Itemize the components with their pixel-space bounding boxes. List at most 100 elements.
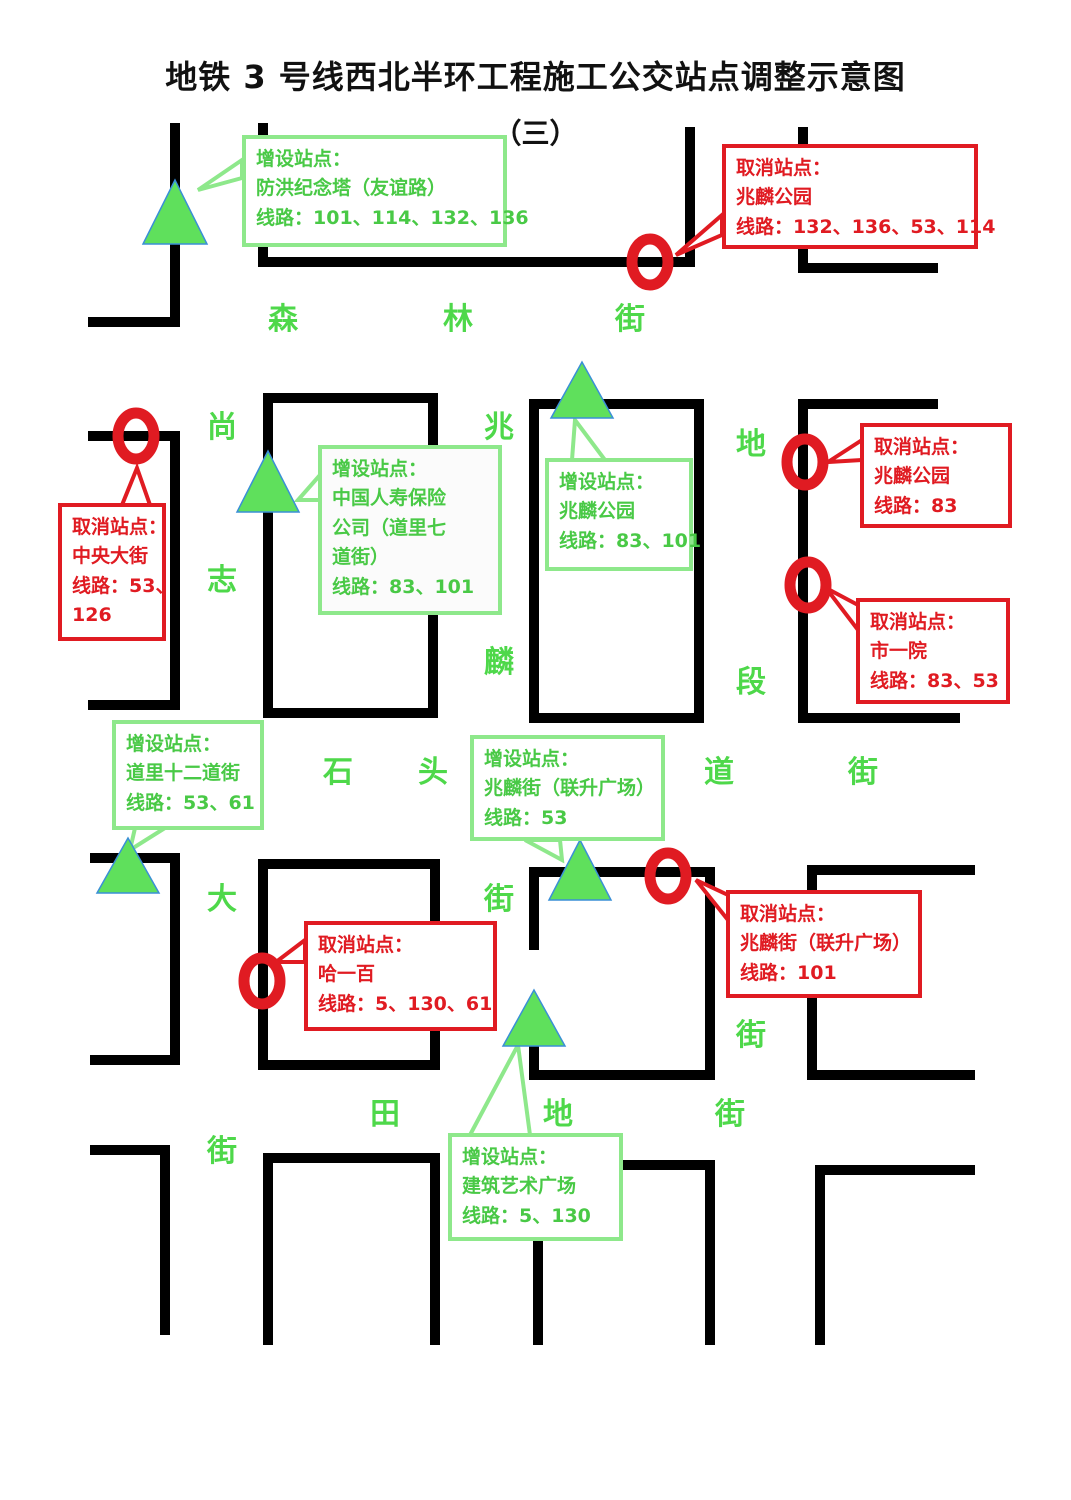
callout-heading: 增设站点： xyxy=(256,148,352,170)
street-label-zhaolin-1: 兆 xyxy=(484,410,514,445)
callout-routes: 线路：101、114、132、136 xyxy=(256,206,529,229)
map-title: 地铁 3 号线西北半环工程施工公交站点调整示意图 xyxy=(165,58,906,96)
pointer-zhaolin-top xyxy=(674,210,724,257)
callout-stop-name-cont: 公司（道里七 xyxy=(332,516,447,539)
callout-heading: 取消站点： xyxy=(318,934,414,956)
cancelled-stop-markers xyxy=(112,233,832,1010)
callout-routes: 线路：83、101 xyxy=(559,529,702,552)
callout-heading: 增设站点： xyxy=(332,458,428,480)
pointer-jianzhu xyxy=(466,1038,533,1137)
street-label-shangzhi-4: 街 xyxy=(207,1134,237,1169)
callout-heading: 增设站点： xyxy=(462,1146,558,1168)
triangle-daoli12 xyxy=(95,836,161,894)
street-label-shitou-4: 街 xyxy=(848,755,878,790)
callout-stop-name: 兆麟街（联升广场） xyxy=(484,777,656,800)
callout-added-jianzhu: 增设站点： 建筑艺术广场 线路：5、130 xyxy=(448,1133,623,1241)
street-label-zhaolin-2: 麟 xyxy=(484,645,514,680)
callout-stop-name: 兆麟公园 xyxy=(736,186,813,209)
pointer-lianshengadd xyxy=(524,838,565,864)
callout-stop-name: 哈一百 xyxy=(318,963,376,986)
ring-hayibai xyxy=(238,952,286,1010)
ring-zhongyang xyxy=(112,407,160,465)
callout-routes: 线路：101 xyxy=(740,961,837,984)
block-mid-center-left xyxy=(263,393,438,718)
block-bottom-center-left xyxy=(263,1153,440,1345)
block-bottom-left xyxy=(90,1145,170,1335)
callout-added-renshou: 增设站点： 中国人寿保险 公司（道里七 道街） 线路：83、101 xyxy=(318,445,502,615)
triangle-jianzhu xyxy=(501,988,567,1047)
pointer-hayibai xyxy=(270,935,307,964)
triangle-zhaolin-mid xyxy=(549,360,615,419)
street-label-senlin-1: 森 xyxy=(268,302,298,337)
triangle-liansheng xyxy=(547,838,613,901)
street-label-senlin-3: 街 xyxy=(615,302,645,337)
callout-routes: 线路：5、130、61 xyxy=(318,992,493,1015)
callout-heading: 取消站点： xyxy=(736,157,832,179)
map-subtitle: （三） xyxy=(493,117,578,150)
pointer-fanghong xyxy=(196,156,244,192)
callout-cancelled-zhaolin-right: 取消站点： 兆麟公园 线路：83 xyxy=(860,423,1012,528)
callout-stop-name: 中国人寿保险 xyxy=(332,487,447,510)
ring-zhaolin-right xyxy=(781,433,829,491)
callout-heading: 增设站点： xyxy=(484,748,580,770)
triangle-renshou xyxy=(235,449,301,513)
callout-added-fanghong: 增设站点： 防洪纪念塔（友谊路） 线路：101、114、132、136 xyxy=(242,135,529,247)
street-label-shitou-3: 道 xyxy=(704,755,734,790)
callout-routes: 线路：83 xyxy=(874,494,958,517)
callout-routes: 线路：132、136、53、114 xyxy=(736,215,996,238)
callout-added-liansheng: 增设站点： 兆麟街（联升广场） 线路：53 xyxy=(470,735,665,841)
block-mid-left xyxy=(88,431,180,710)
ring-liansheng xyxy=(644,847,692,905)
pointer-zhaolin-mid xyxy=(569,414,609,462)
callout-stop-name: 道里十二道街 xyxy=(126,762,241,785)
street-label-senlin-2: 林 xyxy=(443,302,473,337)
callout-heading: 取消站点： xyxy=(874,436,970,458)
callout-routes: 线路：5、130 xyxy=(462,1204,591,1227)
block-low-center-right xyxy=(529,867,715,1080)
pointer-zhaolin-right xyxy=(820,436,864,465)
street-label-tiandi-1: 田 xyxy=(370,1097,400,1132)
callout-heading: 取消站点： xyxy=(870,611,966,633)
callout-cancelled-zhaolin-top: 取消站点： 兆麟公园 线路：132、136、53、114 xyxy=(722,144,996,249)
street-label-diduan-2: 段 xyxy=(736,665,766,700)
callout-cancelled-zhongyang: 取消站点： 中央大街 线路：53、 126 xyxy=(58,503,175,641)
callout-routes: 线路：53 xyxy=(484,806,568,829)
callout-stop-name: 中央大街 xyxy=(72,545,149,568)
street-label-shitou-2: 头 xyxy=(418,755,448,790)
block-bottom-center-right xyxy=(620,1160,715,1345)
street-label-diduan-3: 街 xyxy=(736,1018,766,1053)
block-bottom-right xyxy=(815,1165,975,1345)
callout-routes-cont: 126 xyxy=(72,604,112,627)
added-stop-markers xyxy=(95,178,615,1047)
pointer-shiyiyuan xyxy=(824,586,860,636)
callout-cancelled-liansheng: 取消站点： 兆麟街（联升广场） 线路：101 xyxy=(726,890,922,998)
callout-routes: 线路：83、101 xyxy=(332,575,475,598)
callout-stop-name: 建筑艺术广场 xyxy=(462,1175,577,1198)
callout-stop-name-cont: 道街） xyxy=(332,546,390,569)
pointer-renshou xyxy=(293,469,322,502)
triangle-fanghong xyxy=(141,178,209,245)
block-mid-center-right xyxy=(529,399,704,723)
callout-cancelled-hayibai: 取消站点： 哈一百 线路：5、130、61 xyxy=(304,921,497,1031)
callout-heading: 增设站点： xyxy=(126,733,222,755)
callout-added-zhaolin-mid: 增设站点： 兆麟公园 线路：83、101 xyxy=(545,458,702,571)
callout-heading: 取消站点： xyxy=(740,903,836,925)
callout-stop-name: 兆麟公园 xyxy=(559,500,636,523)
street-label-shangzhi-3: 大 xyxy=(207,882,237,917)
ring-shiyiyuan xyxy=(784,556,832,614)
callout-stop-name: 兆麟街（联升广场） xyxy=(740,932,912,955)
ring-zhaolin-top xyxy=(626,233,674,291)
callout-heading: 增设站点： xyxy=(559,471,655,493)
callout-added-daoli12: 增设站点： 道里十二道街 线路：53、61 xyxy=(112,720,264,830)
pointer-zhongyang xyxy=(119,462,153,507)
callout-stop-name: 市一院 xyxy=(870,640,928,663)
street-label-tiandi-3: 街 xyxy=(715,1097,745,1132)
callout-cancelled-shiyiyuan: 取消站点： 市一院 线路：83、53 xyxy=(856,598,1010,704)
street-label-shangzhi-1: 尚 xyxy=(207,410,237,445)
callout-routes: 线路：83、53 xyxy=(870,669,999,692)
pointer-daoli12 xyxy=(126,826,172,855)
street-label-diduan-1: 地 xyxy=(736,427,766,462)
callout-heading: 取消站点： xyxy=(72,516,168,538)
street-label-shitou-1: 石 xyxy=(323,755,353,790)
callout-routes: 线路：53、 xyxy=(72,574,175,597)
